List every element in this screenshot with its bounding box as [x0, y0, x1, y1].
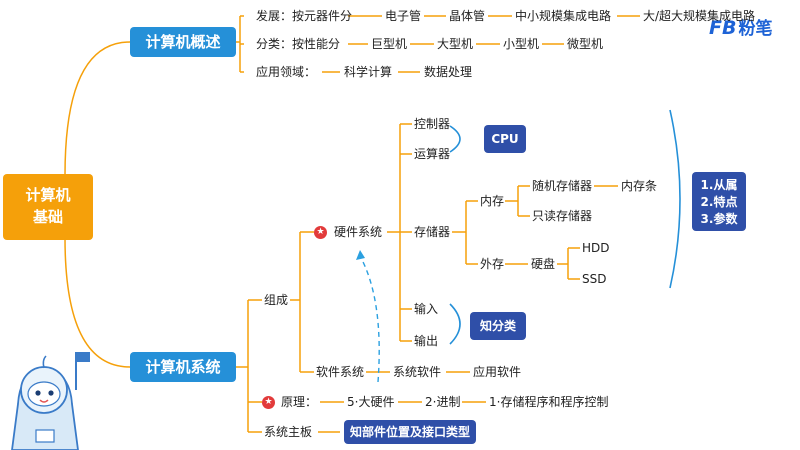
output-node: 输出	[414, 334, 439, 348]
memory-notes-tag: 1.从属 2.特点 3.参数	[692, 172, 746, 231]
input-node: 输入	[414, 302, 439, 316]
motherboard-node: 系统主板	[264, 425, 313, 439]
dev-item: 大/超大规模集成电路	[643, 9, 756, 23]
motherboard-tag: 知部件位置及接口类型	[344, 420, 476, 444]
class-item: 小型机	[503, 37, 540, 51]
app-software-node: 应用软件	[473, 365, 522, 379]
ram-stick-node: 内存条	[621, 179, 658, 193]
principle-item: 2·进制	[425, 395, 461, 409]
hard-disk-node: 硬盘	[531, 257, 556, 271]
dev-item: 晶体管	[449, 9, 486, 23]
ssd-node: SSD	[582, 272, 607, 286]
storage-node: 存储器	[414, 225, 451, 239]
software-node: 软件系统	[316, 365, 365, 379]
external-memory-node: 外存	[480, 257, 505, 271]
overview-node: 计算机概述	[130, 27, 236, 57]
system-node: 计算机系统	[130, 352, 236, 382]
development-label: 发展：按元器件分	[256, 9, 353, 23]
star-icon: ★	[314, 226, 327, 239]
mascot-illustration	[11, 352, 90, 450]
class-item: 大型机	[437, 37, 474, 51]
hdd-node: HDD	[582, 241, 610, 255]
principle-node: 原理：	[281, 395, 318, 409]
star-icon: ★	[262, 396, 275, 409]
rom-node: 只读存储器	[532, 209, 593, 223]
alu-node: 运算器	[414, 147, 451, 161]
classify-tag: 知分类	[470, 312, 526, 340]
class-item: 巨型机	[371, 37, 408, 51]
cpu-tag: CPU	[484, 125, 526, 153]
internal-memory-node: 内存	[480, 194, 505, 208]
dev-item: 中小规模集成电路	[515, 9, 612, 23]
classification-label: 分类：按性能分	[256, 37, 341, 51]
principle-item: 5·大硬件	[347, 395, 395, 409]
app-item: 科学计算	[344, 65, 393, 79]
root-node: 计算机基础	[3, 174, 93, 240]
class-item: 微型机	[567, 37, 604, 51]
dev-item: 电子管	[385, 9, 422, 23]
composition-node: 组成	[264, 293, 289, 307]
ram-node: 随机存储器	[532, 179, 593, 193]
application-label: 应用领域：	[256, 65, 317, 79]
principle-item: 1·存储程序和程序控制	[489, 395, 609, 409]
app-item: 数据处理	[424, 65, 473, 79]
controller-node: 控制器	[414, 117, 451, 131]
hardware-node: 硬件系统	[334, 225, 383, 239]
system-software-node: 系统软件	[393, 365, 442, 379]
